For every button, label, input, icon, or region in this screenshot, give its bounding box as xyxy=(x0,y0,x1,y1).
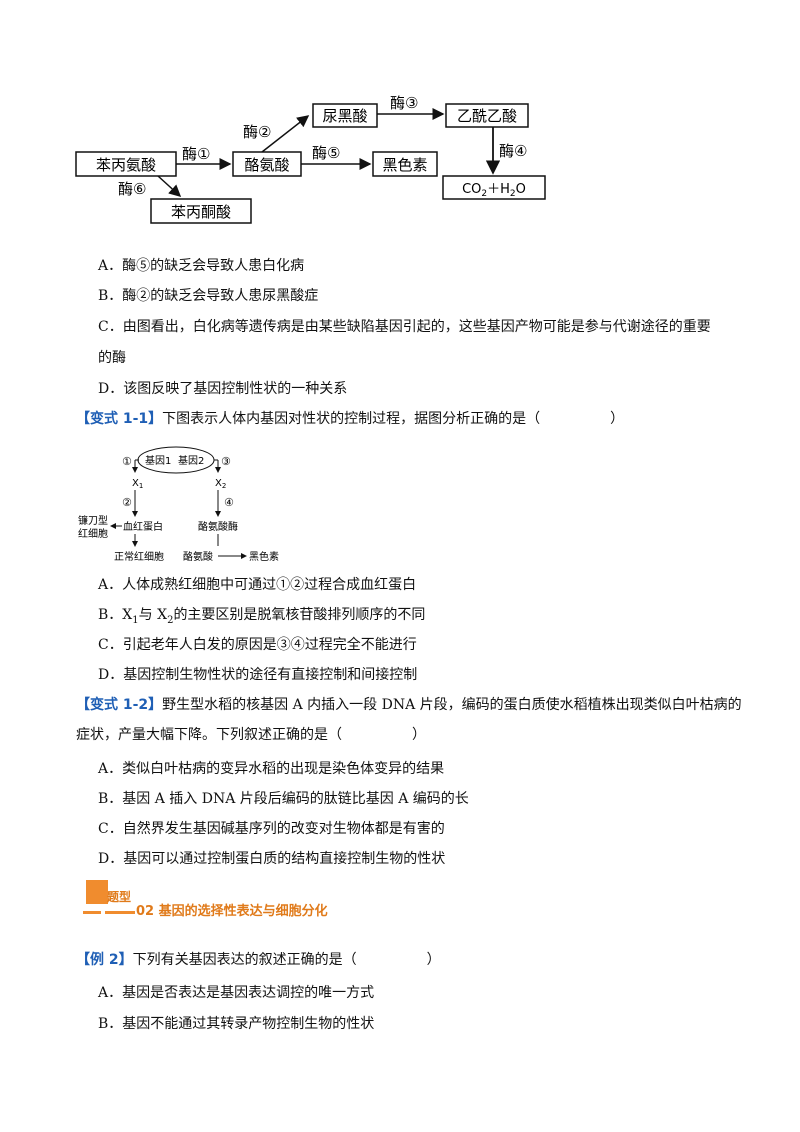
step-1-label: ① xyxy=(122,455,132,468)
tyrosinase-label: 酪氨酸酶 xyxy=(198,520,238,533)
gene-control-diagram: 基因1 基因2 ① ③ X1 ② 血红蛋白 镰刀型 红细胞 正常红细胞 X2 ④… xyxy=(78,446,279,563)
phenylpyruvic-acid-label: 苯丙酮酸 xyxy=(171,203,231,221)
q1-option-c-line2: 的酶 xyxy=(98,350,126,366)
homogentisic-acid-label: 尿黑酸 xyxy=(322,107,367,125)
section-badge-bar-1 xyxy=(83,911,101,914)
melanin-label: 黑色素 xyxy=(382,156,427,174)
homogentisic-acid-box xyxy=(312,103,378,128)
variant-1-1-tag: 【变式 1-1】 xyxy=(76,411,163,427)
variant-1-2-option-d: D．基因可以通过控制蛋白质的结构直接控制生物的性状 xyxy=(98,851,446,867)
x2-label: X2 xyxy=(215,478,226,490)
enzyme-1-label: 酶① xyxy=(182,145,210,163)
variant-1-2-option-c: C．自然界发生基因碱基序列的改变对生物体都是有害的 xyxy=(98,821,445,837)
sickle-cell-label-2: 红细胞 xyxy=(78,527,108,540)
arrow-e6 xyxy=(157,175,182,198)
enzyme-2-label: 酶② xyxy=(243,123,271,141)
acetoacetic-acid-label: 乙酰乙酸 xyxy=(457,107,517,125)
q1-option-a: A．酶⑤的缺乏会导致人患白化病 xyxy=(98,258,305,274)
variant-1-2-stem-line1: 【变式 1-2】野生型水稻的核基因 A 内插入一段 DNA 片段，编码的蛋白质使… xyxy=(76,695,742,715)
variant-1-2-option-b: B．基因 A 插入 DNA 片段后编码的肽链比基因 A 编码的长 xyxy=(98,791,469,807)
melanin-box xyxy=(372,151,438,177)
enzyme-4-label: 酶④ xyxy=(499,142,527,160)
section-badge-square xyxy=(86,880,108,904)
example-2-question: 下列有关基因表达的叙述正确的是（ ） xyxy=(132,952,441,968)
q1-option-d: D．该图反映了基因控制性状的一种关系 xyxy=(98,381,348,397)
hemoglobin-label: 血红蛋白 xyxy=(123,520,163,533)
enzyme-6-label: 酶⑥ xyxy=(118,180,146,198)
example-2-stem: 【例 2】下列有关基因表达的叙述正确的是（ ） xyxy=(76,950,441,970)
variant-1-1-option-b: B．X1与 X2的主要区别是脱氧核苷酸排列顺序的不同 xyxy=(98,607,426,626)
melanin-label-2: 黑色素 xyxy=(249,550,279,563)
co2-h2o-label: CO2＋H2O xyxy=(462,182,526,199)
step-3-label: ③ xyxy=(221,455,231,468)
phenylpyruvic-acid-box xyxy=(150,198,252,224)
section-badge-label: 题型 xyxy=(107,890,132,904)
co2-h2o-box xyxy=(442,175,546,200)
tyrosine-label-2: 酪氨酸 xyxy=(183,550,213,563)
variant-1-1-option-c: C．引起老年人白发的原因是③④过程完全不能进行 xyxy=(98,637,417,653)
section-badge: 题型 xyxy=(83,880,135,920)
example-2-tag: 【例 2】 xyxy=(76,952,133,968)
variant-1-2-tag: 【变式 1-2】 xyxy=(76,697,163,713)
variant-1-1-question: 下图表示人体内基因对性状的控制过程，据图分析正确的是（ ） xyxy=(162,411,625,427)
phenylalanine-label: 苯丙氨酸 xyxy=(96,156,156,174)
normal-rbc-label: 正常红细胞 xyxy=(114,550,164,563)
sickle-cell-label-1: 镰刀型 xyxy=(78,514,108,527)
gene2-label: 基因2 xyxy=(178,454,204,467)
tyrosine-label: 酪氨酸 xyxy=(244,156,289,174)
variant-1-1-stem: 【变式 1-1】下图表示人体内基因对性状的控制过程，据图分析正确的是（ ） xyxy=(76,409,624,429)
variant-1-2-stem-line2: 症状，产量大幅下降。下列叙述正确的是（ ） xyxy=(76,727,426,743)
variant-1-1-option-a: A．人体成熟红细胞中可通过①②过程合成血红蛋白 xyxy=(98,577,417,593)
section-badge-bar-2 xyxy=(105,911,135,914)
step-4-label: ④ xyxy=(224,496,234,509)
metabolic-pathway-diagram: 苯丙氨酸 酪氨酸 尿黑酸 乙酰乙酸 黑色素 苯丙酮酸 CO2＋H2O 酶① 酶②… xyxy=(75,94,546,224)
q1-option-c-line1: C．由图看出，白化病等遗传病是由某些缺陷基因引起的，这些基因产物可能是参与代谢途… xyxy=(98,319,711,335)
gene1-label: 基因1 xyxy=(145,454,171,467)
variant-1-1-option-d: D．基因控制生物性状的途径有直接控制和间接控制 xyxy=(98,667,418,683)
enzyme-5-label: 酶⑤ xyxy=(312,144,340,162)
x1-label: X1 xyxy=(132,478,143,490)
q1-option-b: B．酶②的缺乏会导致人患尿黑酸症 xyxy=(98,288,319,304)
variant-1-2-option-a: A．类似白叶枯病的变异水稻的出现是染色体变异的结果 xyxy=(98,761,445,777)
section-title: 02 基因的选择性表达与细胞分化 xyxy=(136,904,328,919)
enzyme-3-label: 酶③ xyxy=(390,94,418,112)
example-2-option-b: B．基因不能通过其转录产物控制生物的性状 xyxy=(98,1016,375,1032)
example-2-option-a: A．基因是否表达是基因表达调控的唯一方式 xyxy=(98,985,375,1001)
arrow-e2 xyxy=(261,115,310,153)
step-2-label: ② xyxy=(122,496,132,509)
variant-1-2-question-1: 野生型水稻的核基因 A 内插入一段 DNA 片段，编码的蛋白质使水稻植株出现类似… xyxy=(162,697,742,713)
acetoacetic-acid-box xyxy=(445,103,529,128)
